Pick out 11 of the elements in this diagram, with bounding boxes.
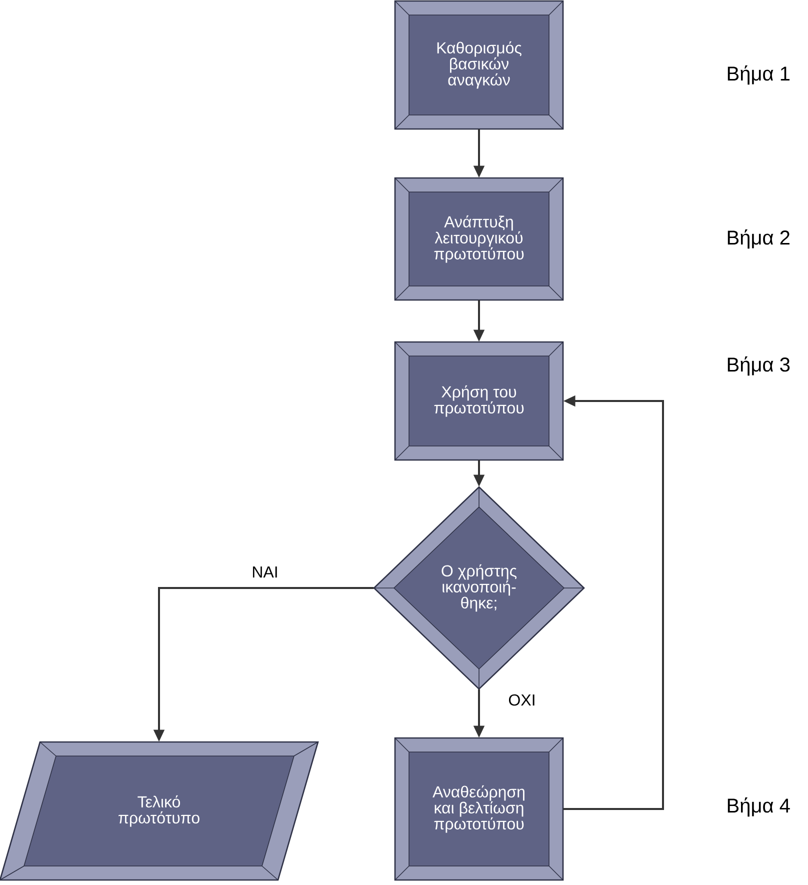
output-parallelogram: Τελικό πρωτότυπο [0, 741, 319, 881]
process-box: Χρήση του πρωτοτύπου [394, 341, 564, 461]
edge-label: ΟΧΙ [506, 693, 538, 707]
edge-label: ΝΑΙ [250, 565, 280, 579]
step-label: Βήμα 4 [728, 797, 790, 817]
process-box: Καθορισμός βασικών αναγκών [394, 0, 564, 130]
step-label: Βήμα 1 [728, 65, 790, 85]
process-box: Ανάπτυξη λειτουργικού πρωτοτύπου [394, 177, 564, 301]
step-label: Βήμα 3 [728, 356, 790, 376]
process-box: Αναθεώρηση και βελτίωση πρωτοτύπου [394, 737, 564, 881]
step-label: Βήμα 2 [728, 229, 790, 249]
